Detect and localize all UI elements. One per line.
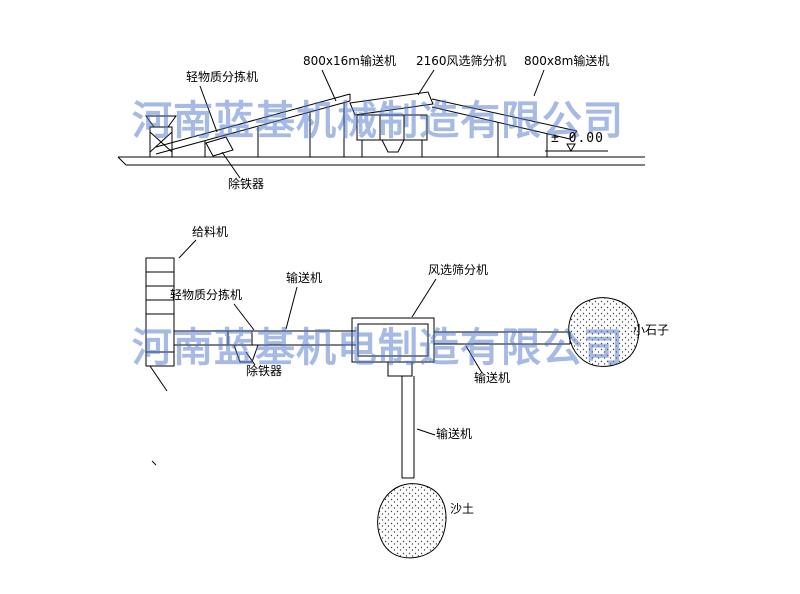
sand-pile bbox=[377, 483, 447, 559]
label-air-screen-elevation: 2160风选筛分机 bbox=[416, 54, 507, 68]
label-light-sorter-plan: 轻物质分拣机 bbox=[170, 288, 243, 302]
label-air-screen-plan: 风选筛分机 bbox=[428, 263, 489, 277]
label-conveyor-16m: 800x16m输送机 bbox=[303, 54, 396, 68]
stray-mark bbox=[151, 460, 157, 466]
incline-conveyor-16m bbox=[155, 93, 351, 157]
label-light-sorter-elevation: 轻物质分拣机 bbox=[186, 70, 259, 84]
stones-pile bbox=[568, 297, 640, 367]
feeder-elevation bbox=[145, 115, 177, 158]
conveyor-plan-down bbox=[401, 376, 415, 479]
iron-remover-plan bbox=[233, 344, 259, 363]
leader-lines bbox=[178, 69, 545, 436]
label-conveyor-plan-left: 输送机 bbox=[286, 271, 323, 285]
label-conveyor-8m: 800x8m输送机 bbox=[524, 54, 610, 68]
conveyor-plan-right bbox=[434, 331, 571, 345]
label-sand: 沙土 bbox=[450, 502, 475, 516]
air-screen-elevation bbox=[349, 91, 434, 157]
feeder-plan bbox=[145, 257, 175, 392]
air-screen-plan bbox=[351, 317, 435, 377]
incline-conveyor-8m bbox=[431, 98, 578, 157]
datum-marker bbox=[545, 143, 608, 153]
label-iron-remover-plan: 除铁器 bbox=[246, 364, 283, 378]
label-feeder-plan: 给料机 bbox=[192, 225, 229, 239]
label-conveyor-plan-right: 输送机 bbox=[474, 371, 511, 385]
label-datum-elevation: ± 0.00 bbox=[551, 131, 604, 146]
iron-remover-elevation bbox=[205, 136, 234, 157]
ground-line bbox=[117, 156, 645, 166]
label-small-stones: 小石子 bbox=[633, 323, 670, 337]
label-conveyor-plan-down: 输送机 bbox=[436, 427, 473, 441]
label-iron-remover-elevation: 除铁器 bbox=[228, 177, 265, 191]
conveyor-plan-left bbox=[174, 330, 356, 346]
